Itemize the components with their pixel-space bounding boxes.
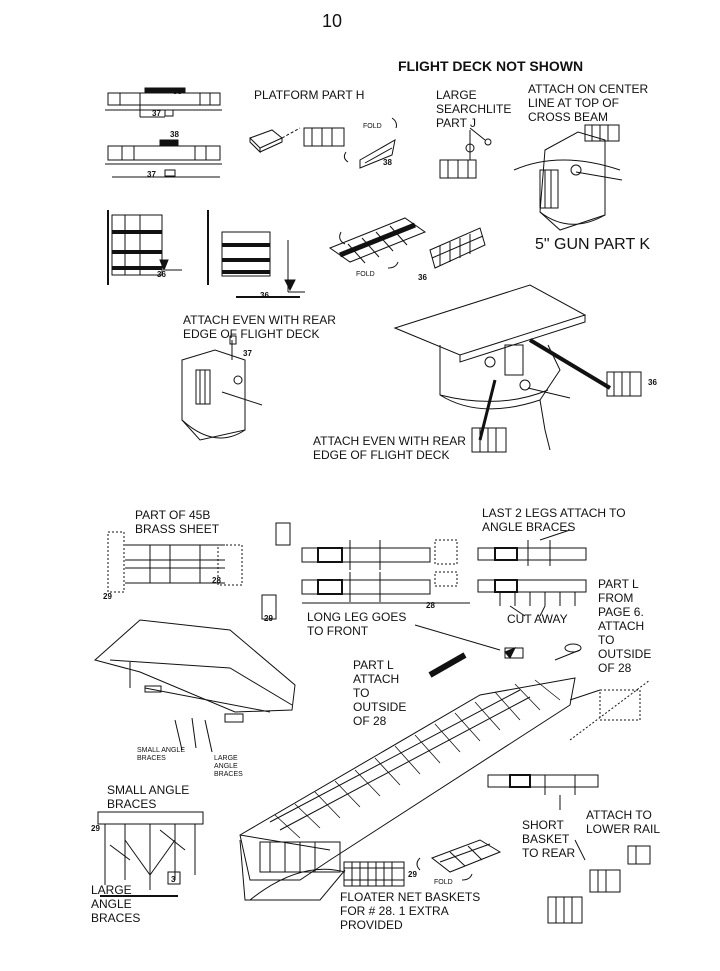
fold-label-3: FOLD (434, 879, 453, 886)
part-number-38a: 38 (173, 87, 182, 96)
part-l-attach-label: PART L ATTACH TO OUTSIDE OF 28 (353, 658, 407, 728)
part-number-37b: 37 (147, 170, 156, 179)
flight-deck-heading: FLIGHT DECK NOT SHOWN (398, 58, 584, 74)
part-number-29d: 29 (408, 870, 417, 879)
hull-side-sketch (93, 619, 296, 753)
angle-braces-closeup (97, 811, 204, 897)
attach-rear-edge-label-2: ATTACH EVEN WITH REAR EDGE OF FLIGHT DEC… (313, 434, 466, 462)
brass-sheet-label: PART OF 45B BRASS SHEET (135, 508, 220, 536)
rail-legs-diagrams (301, 529, 587, 659)
part-number-36c: 36 (418, 273, 427, 282)
flight-deck-corner (393, 284, 642, 453)
platform-part-h-label: PLATFORM PART H (254, 88, 365, 102)
fold-label-1: FOLD (363, 123, 382, 130)
gun-platform-upper (513, 124, 623, 231)
part-number-38b: 38 (170, 130, 179, 139)
part-number-36d: 36 (648, 378, 657, 387)
floater-net-label: FLOATER NET BASKETS FOR # 28. 1 EXTRA PR… (340, 890, 481, 932)
part-number-29b: 29 (264, 614, 273, 623)
ship-flight-deck (239, 643, 651, 901)
part-number-37a: 37 (152, 109, 161, 118)
small-angle-braces-label: SMALL ANGLE BRACES (107, 783, 190, 811)
part-number-28a: 28 (212, 576, 221, 585)
lower-rail-label: ATTACH TO LOWER RAIL (586, 808, 661, 836)
long-leg-label: LONG LEG GOES TO FRONT (307, 610, 407, 638)
large-angle-braces-tiny-label: LARGE ANGLE BRACES (214, 755, 243, 778)
page-number: 10 (322, 11, 343, 31)
part-number-36b: 36 (260, 291, 269, 300)
part-number-3: 3 (171, 875, 176, 884)
part-number-36a: 36 (157, 270, 166, 279)
small-angle-braces-tiny-label: SMALL ANGLE BRACES (137, 747, 185, 762)
short-basket-label: SHORT BASKET TO REAR (522, 818, 576, 860)
net-fold-diagrams (328, 217, 486, 269)
part-number-29a: 29 (103, 592, 112, 601)
center-line-attach-label: ATTACH ON CENTER LINE AT TOP OF CROSS BE… (528, 82, 649, 124)
large-angle-braces-label: LARGE ANGLE BRACES (91, 883, 141, 925)
part-number-28b: 28 (426, 601, 435, 610)
gun-tub-left (181, 335, 263, 441)
platform-part-h (249, 117, 397, 169)
fold-label-2: FOLD (356, 271, 375, 278)
last-legs-label: LAST 2 LEGS ATTACH TO ANGLE BRACES (482, 506, 626, 534)
part-number-37c: 37 (243, 349, 252, 358)
basket-rail-parts (487, 774, 651, 924)
brass-sheet-45b (107, 522, 291, 620)
side-ladder-diagrams (107, 210, 305, 298)
gun-part-k-label: 5" GUN PART K (535, 236, 651, 253)
rail-diagram-38-37 (105, 87, 222, 178)
searchlite-part-j (439, 127, 492, 179)
searchlite-part-j-label: LARGE SEARCHLITE PART J (436, 88, 512, 130)
part-l-page6-label: PART L FROM PAGE 6. ATTACH TO OUTSIDE OF… (598, 577, 652, 675)
cut-away-label: CUT AWAY (507, 612, 568, 626)
part-number-38c: 38 (383, 158, 392, 167)
floater-net-baskets (343, 839, 502, 887)
part-number-29c: 29 (91, 824, 100, 833)
attach-rear-edge-label-1: ATTACH EVEN WITH REAR EDGE OF FLIGHT DEC… (183, 313, 336, 341)
